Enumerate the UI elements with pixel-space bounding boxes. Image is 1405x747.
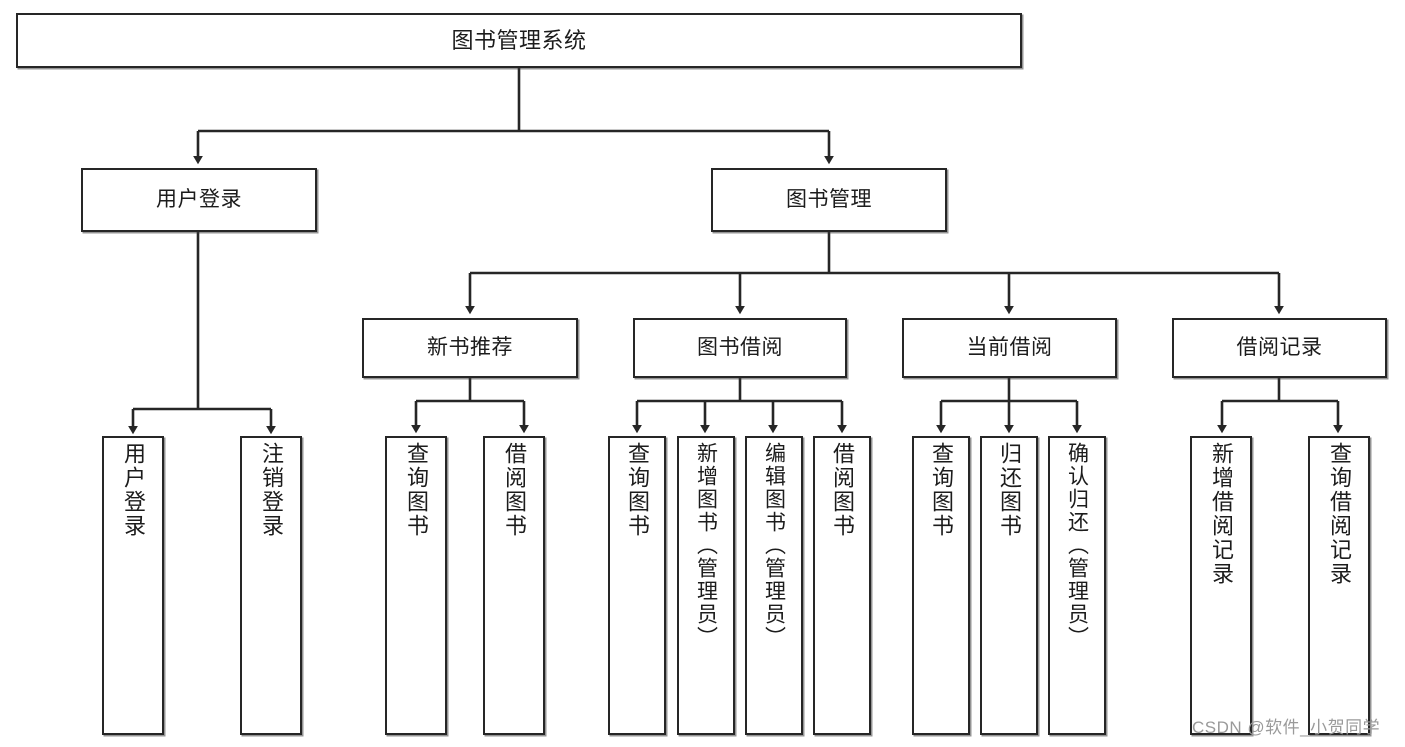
- node-label: 查询图书: [929, 442, 954, 538]
- node-label: 查询图书: [404, 442, 429, 538]
- node-leaf-query-book-2[interactable]: 查询图书: [608, 436, 666, 735]
- node-leaf-add-record[interactable]: 新增借阅记录: [1190, 436, 1252, 735]
- node-new-book-recommend[interactable]: 新书推荐: [362, 318, 578, 378]
- node-label: 新增借阅记录: [1209, 442, 1234, 586]
- node-leaf-add-book[interactable]: 新增图书（管理员）: [677, 436, 735, 735]
- node-label: 查询借阅记录: [1327, 442, 1352, 586]
- node-label: 用户登录: [121, 442, 146, 538]
- node-label: 用户登录: [156, 187, 242, 211]
- node-leaf-query-record[interactable]: 查询借阅记录: [1308, 436, 1370, 735]
- node-leaf-logout-login[interactable]: 注销登录: [240, 436, 302, 735]
- node-leaf-query-book-3[interactable]: 查询图书: [912, 436, 970, 735]
- node-label: 图书借阅: [697, 335, 783, 359]
- node-label: 借阅图书: [830, 442, 855, 538]
- node-leaf-edit-book[interactable]: 编辑图书（管理员）: [745, 436, 803, 735]
- node-label: 借阅记录: [1236, 335, 1323, 359]
- node-label: 确认归还（管理员）: [1065, 442, 1089, 649]
- node-leaf-user-login[interactable]: 用户登录: [102, 436, 164, 735]
- node-label: 查询图书: [625, 442, 650, 538]
- node-current-borrow[interactable]: 当前借阅: [902, 318, 1117, 378]
- node-user-login[interactable]: 用户登录: [81, 168, 317, 232]
- node-root-system[interactable]: 图书管理系统: [16, 13, 1022, 68]
- node-leaf-return-book[interactable]: 归还图书: [980, 436, 1038, 735]
- node-label: 归还图书: [997, 442, 1022, 538]
- node-borrow-record[interactable]: 借阅记录: [1172, 318, 1387, 378]
- node-book-borrow[interactable]: 图书借阅: [633, 318, 847, 378]
- node-leaf-query-book-1[interactable]: 查询图书: [385, 436, 447, 735]
- node-label: 编辑图书（管理员）: [762, 442, 786, 649]
- node-leaf-borrow-book-2[interactable]: 借阅图书: [813, 436, 871, 735]
- csdn-watermark: CSDN @软件_小贺同学: [1192, 718, 1381, 737]
- node-label: 图书管理系统: [451, 27, 587, 53]
- node-label: 注销登录: [259, 442, 284, 538]
- node-label: 当前借阅: [966, 335, 1053, 359]
- node-label: 新增图书（管理员）: [694, 442, 718, 649]
- node-label: 新书推荐: [427, 335, 513, 359]
- node-label: 借阅图书: [502, 442, 527, 538]
- node-label: 图书管理: [786, 187, 872, 211]
- node-book-manage[interactable]: 图书管理: [711, 168, 947, 232]
- node-leaf-confirm-return[interactable]: 确认归还（管理员）: [1048, 436, 1106, 735]
- node-leaf-borrow-book-1[interactable]: 借阅图书: [483, 436, 545, 735]
